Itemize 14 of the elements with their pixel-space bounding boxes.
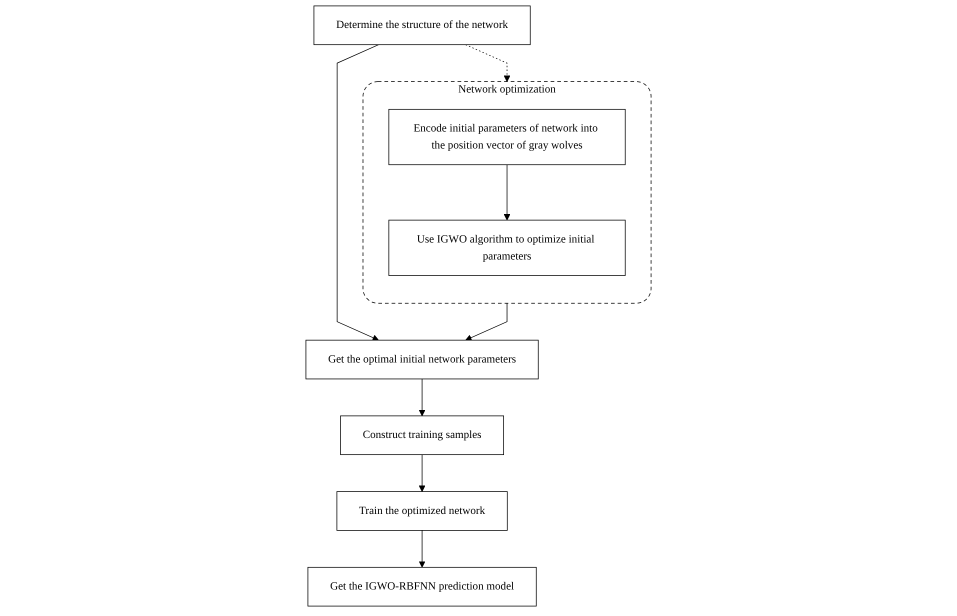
arrow <box>418 530 426 568</box>
node-box: Determine the structure of the network <box>314 6 531 46</box>
node-box: Get the IGWO-RBFNN prediction model <box>308 566 537 606</box>
arrow <box>418 454 426 492</box>
node-box: Use IGWO algorithm to optimize initial parameters <box>388 220 626 276</box>
arrow <box>504 164 510 220</box>
arrow <box>418 378 426 416</box>
node-box: Construct training samples <box>340 416 504 456</box>
node-box: Get the optimal initial network parameters <box>306 340 539 380</box>
arrow <box>465 302 508 341</box>
node-box: Encode initial parameters of network into the position vector of gray wolves <box>388 108 626 166</box>
arrow <box>465 44 510 82</box>
arrow <box>336 44 379 341</box>
node-box: Train the optimized network <box>336 491 508 531</box>
